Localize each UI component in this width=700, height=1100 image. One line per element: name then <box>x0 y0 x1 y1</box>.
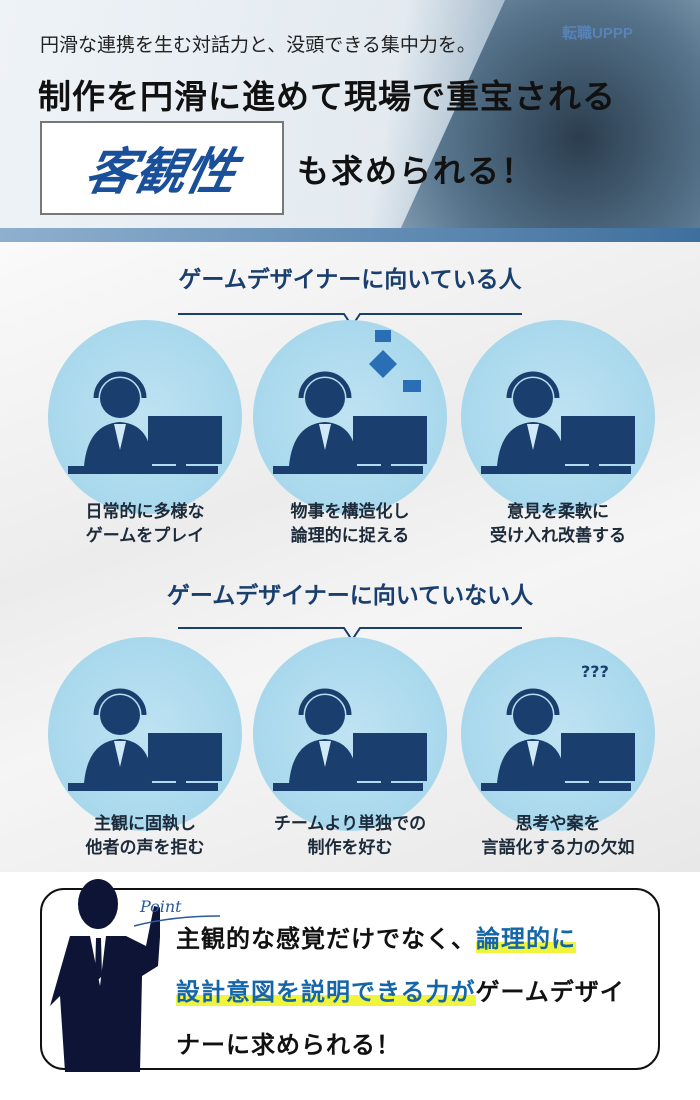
person-working-alone-icon <box>273 688 427 791</box>
logo: 転職UPPP <box>562 25 633 42</box>
trait-label-line: 物事を構造化し <box>290 502 410 522</box>
trait-label: 物事を構造化し論理的に捉える <box>245 500 455 548</box>
person-playing-games-icon <box>68 371 222 474</box>
person-working-alone-illustration <box>253 637 447 831</box>
trait-label: チームより単独での制作を好む <box>245 812 455 860</box>
keyword: 客観性 <box>79 143 243 201</box>
point-highlight: 設計意図を説明できる力が <box>176 978 476 1006</box>
point-tag: Point <box>140 897 182 916</box>
person-feedback-cycle-illustration <box>461 320 655 514</box>
trait-label-line: 思考や案を <box>515 814 601 834</box>
trait-label-line: 受け入れ改善する <box>490 526 626 546</box>
keyword-box: 客観性 <box>40 121 284 215</box>
trait-label-line: 制作を好む <box>307 838 393 858</box>
keyword-tail: も求められる！ <box>297 152 536 190</box>
svg-text:???: ??? <box>581 662 609 681</box>
divider-stripe <box>0 228 700 242</box>
person-flowchart-icon <box>273 330 427 474</box>
trait-label-line: 論理的に捉える <box>290 526 410 546</box>
person-feedback-cycle-icon <box>481 371 635 474</box>
trait-label: 意見を柔軟に受け入れ改善する <box>453 500 663 548</box>
person-rejecting-icon <box>68 688 222 791</box>
trait-label-line: 主観に固執し <box>94 814 196 834</box>
trait-label: 思考や案を言語化する力の欠如 <box>453 812 663 860</box>
trait-label-line: 他者の声を拒む <box>85 838 205 858</box>
person-playing-games-illustration <box>48 320 242 514</box>
point-tag-underline <box>133 915 221 927</box>
person-rejecting-illustration <box>48 637 242 831</box>
businessman-silhouette-icon <box>50 879 160 1072</box>
trait-label-line: チームより単独での <box>273 814 427 834</box>
person-confused-illustration: ??? <box>461 637 655 831</box>
point-text: 主観的な感覚だけでなく、論理的に設計意図を説明できる力がゲームデザイナーに求めら… <box>176 913 646 1072</box>
trait-label: 日常的に多様なゲームをプレイ <box>40 500 250 548</box>
person-confused-icon: ??? <box>481 662 635 791</box>
hero-title: 制作を円滑に進めて現場で重宝される <box>38 77 616 116</box>
trait-label-line: 言語化する力の欠如 <box>481 838 635 858</box>
point-highlight: 論理的に <box>476 925 576 953</box>
trait-label: 主観に固執し他者の声を拒む <box>40 812 250 860</box>
suited-heading: ゲームデザイナーに向いている人 <box>178 267 522 293</box>
hero-subtitle: 円滑な連携を生む対話力と、没頭できる集中力を。 <box>40 34 476 56</box>
trait-label-line: 意見を柔軟に <box>507 502 609 522</box>
trait-label-line: ゲームをプレイ <box>85 526 205 546</box>
trait-label-line: 日常的に多様な <box>85 502 205 522</box>
unsuited-heading: ゲームデザイナーに向いていない人 <box>166 583 534 609</box>
hero-banner: 転職UPPP 円滑な連携を生む対話力と、没頭できる集中力を。 制作を円滑に進めて… <box>0 0 700 240</box>
person-flowchart-illustration <box>253 320 447 514</box>
point-text-part: ゲームデザイナーに求められる！ <box>176 978 625 1059</box>
point-text-part: 主観的な感覚だけでなく、 <box>176 925 476 953</box>
